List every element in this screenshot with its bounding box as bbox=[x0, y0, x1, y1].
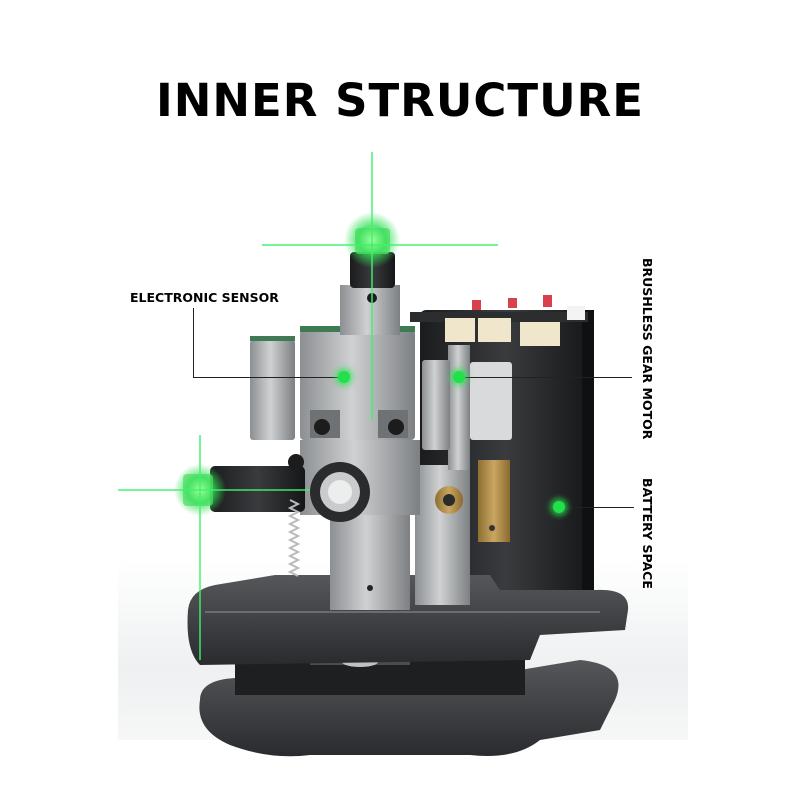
battery-space-leader bbox=[562, 507, 634, 508]
circuit-board bbox=[410, 295, 588, 346]
center-column bbox=[330, 465, 470, 610]
callout-brushless-gear-motor-label: BRUSHLESS GEAR MOTOR bbox=[640, 258, 655, 440]
page-title: INNER STRUCTURE bbox=[155, 74, 645, 127]
laser-lines bbox=[118, 152, 498, 660]
electronic-sensor-leader-vertical bbox=[193, 308, 194, 378]
base-tray bbox=[187, 575, 629, 665]
top-turret bbox=[340, 212, 400, 335]
spring bbox=[287, 499, 301, 577]
battery-space-marker bbox=[553, 501, 565, 513]
gear-motor-marker bbox=[453, 371, 465, 383]
electronic-sensor-leader-horizontal bbox=[193, 377, 343, 378]
electronic-sensor-marker bbox=[338, 371, 350, 383]
callout-battery-space-label: BATTERY SPACE bbox=[640, 478, 655, 589]
callout-electronic-sensor-label: ELECTRONIC SENSOR bbox=[130, 290, 279, 305]
gear-motor-leader bbox=[462, 377, 632, 378]
side-laser-emitter bbox=[174, 454, 370, 522]
